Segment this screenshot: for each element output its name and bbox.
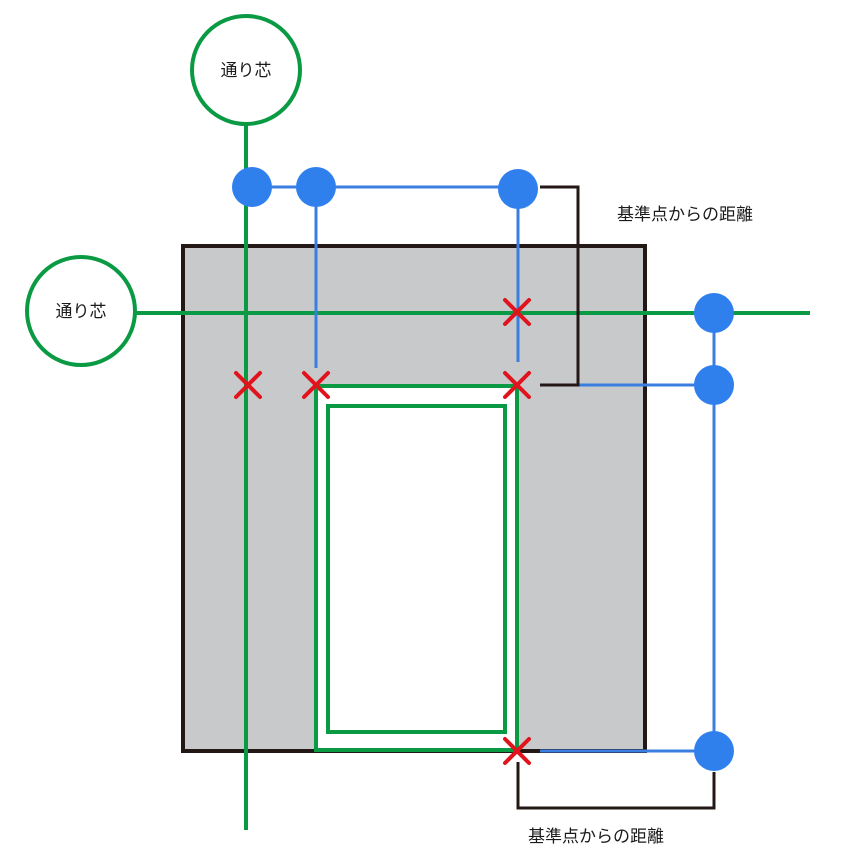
cross-mark bbox=[234, 371, 262, 399]
cross-mark bbox=[503, 371, 531, 399]
reference-point bbox=[232, 167, 272, 207]
grid-label-top-text: 通り芯 bbox=[221, 61, 272, 81]
grid-label-left-text: 通り芯 bbox=[56, 302, 107, 322]
cross-mark bbox=[503, 298, 531, 326]
cross-mark bbox=[302, 371, 330, 399]
reference-point bbox=[694, 731, 734, 771]
opening-inner-outline bbox=[326, 404, 507, 734]
reference-point bbox=[498, 169, 538, 209]
dimension-bracket-top bbox=[540, 185, 580, 387]
dimension-bracket-bottom bbox=[516, 762, 716, 810]
cross-mark bbox=[503, 737, 531, 765]
distance-label-top: 基準点からの距離 bbox=[617, 205, 753, 225]
reference-point bbox=[694, 365, 734, 405]
grid-label-left: 通り芯 bbox=[25, 255, 137, 367]
distance-label-bottom: 基準点からの距離 bbox=[528, 827, 664, 847]
reference-point bbox=[296, 167, 336, 207]
reference-point bbox=[694, 293, 734, 333]
grid-label-top: 通り芯 bbox=[190, 14, 302, 126]
